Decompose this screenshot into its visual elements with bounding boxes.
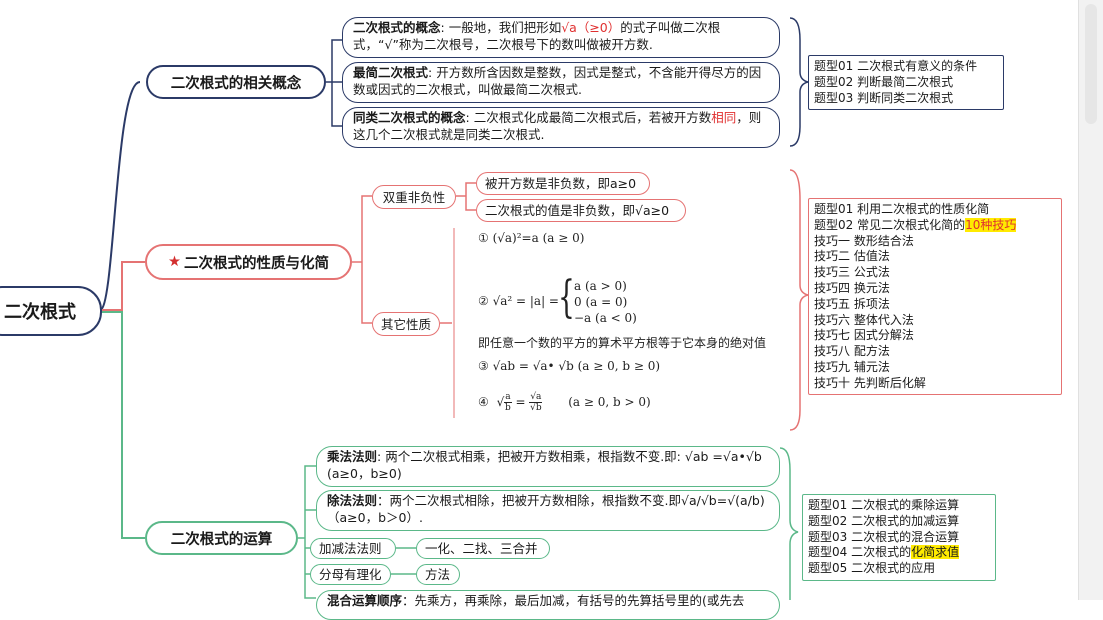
technique-5: 技巧六 整体代入法 <box>814 312 914 327</box>
op-addsub-value[interactable]: 一化、二找、三合并 <box>416 538 550 559</box>
concept-item-definition[interactable]: 二次根式的概念: 一般地，我们把形如√a（≥0）的式子叫做二次根式，“√”称为二… <box>342 17 780 58</box>
nonneg-item-value[interactable]: 二次根式的值是非负数，即√a≥0 <box>476 199 686 222</box>
concept-type-0: 题型01 二次根式有意义的条件 <box>814 59 978 73</box>
concept-branch-label: 二次根式的相关概念 <box>170 75 302 92</box>
nonneg-item-value-text: 二次根式的值是非负数，即√a≥0 <box>485 203 670 218</box>
scrollbar-thumb[interactable] <box>1085 4 1097 124</box>
formula-note: 即任意一个数的平方的算术平方根等于它本身的绝对值 <box>478 334 766 351</box>
technique-1: 技巧二 估值法 <box>814 249 890 264</box>
operation-type-2: 题型03 二次根式的混合运算 <box>808 529 960 544</box>
concept-item-simplest-title: 最简二次根式 <box>353 65 429 80</box>
concept-item-similar-red: 相同 <box>711 110 737 125</box>
concept-item-similar-text-a: : 二次根式化成最简二次根式后，若被开方数 <box>465 110 712 125</box>
technique-8: 技巧九 辅元法 <box>814 359 890 374</box>
op-mixed-title: 混合运算顺序 <box>327 593 403 608</box>
op-ration-node[interactable]: 分母有理化 <box>310 564 391 585</box>
formula-3: ③ √ab = √a• √b (a ≥ 0, b ≥ 0) <box>478 359 660 373</box>
formula-2-case-neg: −a (a < 0) <box>574 311 637 325</box>
property-types-box[interactable]: 题型01 利用二次根式的性质化简 题型02 常见二次根式化简的10种技巧 技巧一… <box>808 198 1062 395</box>
property-branch-node[interactable]: ★ 二次根式的性质与化简 <box>145 244 352 280</box>
op-mult-title: 乘法法则 <box>327 449 378 464</box>
technique-3: 技巧四 换元法 <box>814 280 890 295</box>
technique-6: 技巧七 因式分解法 <box>814 328 914 343</box>
op-addsub-label: 加减法法则 <box>319 541 382 556</box>
concept-item-definition-text-b: 的式子叫做二次根式，“√”称为二次根号，二次根号下的数叫做被开方数. <box>353 20 721 52</box>
formula-1: ① (√a)²=a (a ≥ 0) <box>478 231 584 245</box>
formula-4-prefix: ④ <box>478 395 489 409</box>
technique-4: 技巧五 拆项法 <box>814 296 890 311</box>
op-mult-text: : 两个二次根式相乘，把被开方数相乘，根指数不变.即: √ab =√a•√b (… <box>327 449 762 481</box>
operation-types-box[interactable]: 题型01 二次根式的乘除运算 题型02 二次根式的加减运算 题型03 二次根式的… <box>802 494 996 581</box>
formula-2-case-zero: 0 (a = 0) <box>574 295 628 309</box>
op-div-text: ：两个二次根式相除，把被开方数相除，根指数不变.即√a/√b=√(a/b)（a≥… <box>327 493 765 525</box>
formula-2-case-pos: a (a > 0) <box>574 279 627 293</box>
operation-type-3-highlight: 化简求值 <box>911 545 960 560</box>
other-props-node[interactable]: 其它性质 <box>372 312 440 336</box>
operation-type-3-text: 题型04 二次根式的 <box>808 545 912 560</box>
nonneg-item-radicand-text: 被开方数是非负数，即a≥0 <box>485 176 637 191</box>
operation-type-4: 题型05 二次根式的应用 <box>808 561 936 576</box>
property-type-1: 题型02 常见二次根式化简的10种技巧 <box>814 217 1056 234</box>
op-div-title: 除法法则 <box>327 493 378 508</box>
concept-item-similar-title: 同类二次根式的概念 <box>353 110 466 125</box>
op-addsub-value-text: 一化、二找、三合并 <box>425 541 538 556</box>
concept-item-similar[interactable]: 同类二次根式的概念: 二次根式化成最简二次根式后，若被开方数相同，则这几个二次根… <box>342 107 780 148</box>
formula-2-brace: { <box>558 272 575 323</box>
double-nonneg-label: 双重非负性 <box>382 190 446 205</box>
concept-item-similar-text-b: ，则这几个二次根式就是同类二次根式. <box>353 110 762 142</box>
operation-branch-node[interactable]: 二次根式的运算 <box>145 521 298 555</box>
concept-item-definition-text-a: : 一般地，我们把形如 <box>440 20 562 35</box>
technique-2: 技巧三 公式法 <box>814 265 890 280</box>
concept-branch-node[interactable]: 二次根式的相关概念 <box>146 65 326 99</box>
property-type-1-text: 题型02 常见二次根式化简的 <box>814 217 966 232</box>
op-div-rule[interactable]: 除法法则：两个二次根式相除，把被开方数相除，根指数不变.即√a/√b=√(a/b… <box>316 490 780 531</box>
mindmap-canvas: 二次根式 二次根式的相关概念 二次根式的概念: 一般地，我们把形如√a（≥0）的… <box>0 17 1062 620</box>
concept-type-1: 题型02 判断最简二次根式 <box>814 74 954 89</box>
operation-type-1: 题型02 二次根式的加减运算 <box>808 513 960 528</box>
concept-item-definition-title: 二次根式的概念 <box>353 20 441 35</box>
op-addsub-node[interactable]: 加减法法则 <box>310 538 396 559</box>
root-node[interactable]: 二次根式 <box>0 286 102 336</box>
technique-0: 技巧一 数形结合法 <box>814 233 914 248</box>
property-type-1-highlight: 10种技巧 <box>965 217 1017 232</box>
op-mixed-text: ：先乘方，再乘除，最后加减，有括号的先算括号里的(或先去 <box>402 593 745 608</box>
op-mult-rule[interactable]: 乘法法则: 两个二次根式相乘，把被开方数相乘，根指数不变.即: √ab =√a•… <box>316 446 780 487</box>
formula-2-left: ② √a² = |a| = <box>478 294 559 308</box>
concept-item-definition-red: √a（≥0） <box>561 20 621 35</box>
op-ration-value[interactable]: 方法 <box>416 564 460 585</box>
operation-type-3: 题型04 二次根式的化简求值 <box>808 545 990 561</box>
concept-type-2: 题型03 判断同类二次根式 <box>814 90 954 105</box>
technique-7: 技巧八 配方法 <box>814 344 890 359</box>
op-mixed-rule[interactable]: 混合运算顺序：先乘方，再乘除，最后加减，有括号的先算括号里的(或先去 <box>316 590 780 620</box>
property-type-0: 题型01 利用二次根式的性质化简 <box>814 202 990 216</box>
root-label: 二次根式 <box>4 302 76 323</box>
formula-note-text: 即任意一个数的平方的算术平方根等于它本身的绝对值 <box>478 336 767 350</box>
property-branch-label: 二次根式的性质与化简 <box>184 255 329 272</box>
concept-types-box[interactable]: 题型01 二次根式有意义的条件 题型02 判断最简二次根式 题型03 判断同类二… <box>808 55 1004 110</box>
concept-item-simplest-text: : 开方数所含因数是整数，因式是整式，不含能开得尽方的因数或因式的二次根式，叫做… <box>353 65 762 97</box>
double-nonneg-node[interactable]: 双重非负性 <box>372 185 456 209</box>
concept-item-simplest[interactable]: 最简二次根式: 开方数所含因数是整数，因式是整式，不含能开得尽方的因数或因式的二… <box>342 62 780 103</box>
formula-3-text: ③ √ab = √a• √b (a ≥ 0, b ≥ 0) <box>478 359 661 373</box>
star-icon: ★ <box>168 254 181 270</box>
formula-1-text: ① (√a)²=a (a ≥ 0) <box>478 231 585 245</box>
nonneg-item-radicand[interactable]: 被开方数是非负数，即a≥0 <box>476 172 650 195</box>
operation-type-0: 题型01 二次根式的乘除运算 <box>808 498 960 512</box>
operation-branch-label: 二次根式的运算 <box>170 531 273 548</box>
formula-4-cond: (a ≥ 0, b > 0) <box>568 395 651 409</box>
vertical-scrollbar[interactable] <box>1078 0 1103 600</box>
op-ration-label: 分母有理化 <box>319 567 382 582</box>
op-ration-value-text: 方法 <box>425 567 451 582</box>
other-props-label: 其它性质 <box>380 317 431 332</box>
technique-9: 技巧十 先判断后化解 <box>814 375 926 390</box>
